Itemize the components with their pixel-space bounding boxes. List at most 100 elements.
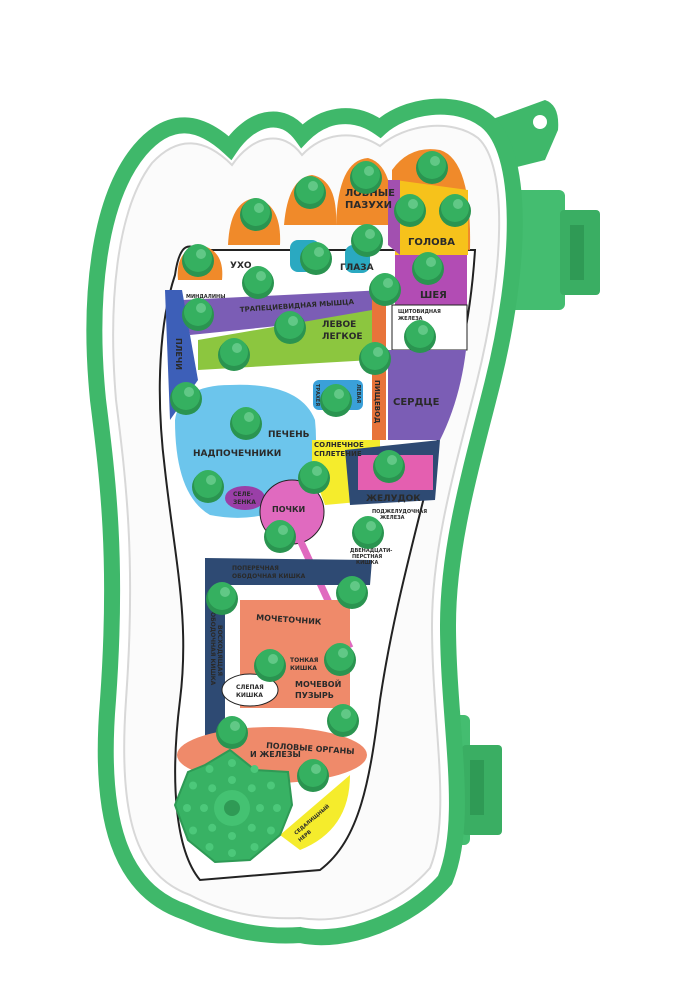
massage-nub: [264, 520, 296, 553]
massage-nub: [439, 194, 471, 227]
label-sinuses-2: ПАЗУХИ: [345, 200, 392, 211]
massage-nub: [240, 198, 272, 231]
massage-nub: [412, 252, 444, 285]
massage-nub: [170, 382, 202, 415]
flower-dot: [228, 849, 236, 857]
flower-dot: [228, 776, 236, 784]
massage-nub: [274, 311, 306, 344]
flower-dot: [266, 781, 275, 790]
massage-nub: [297, 759, 329, 792]
flower-dot: [256, 804, 264, 812]
label-duodenum-2: ПЕРСТНАЯ: [352, 554, 382, 560]
flower-dots: [183, 759, 281, 857]
flower-dot: [247, 823, 256, 832]
label-left-lung-2: ЛЕГКОЕ: [322, 332, 363, 342]
label-sinuses: ЛОБНЫЕ: [345, 188, 395, 199]
label-solar-plexus: СОЛНЕЧНОЕ: [314, 441, 364, 449]
massage-nub: [327, 704, 359, 737]
flower-dot: [228, 759, 236, 767]
label-bladder: МОЧЕВОЙ: [295, 678, 341, 689]
flower-dot: [266, 826, 275, 835]
zone-heart: [388, 350, 466, 440]
massage-nub: [242, 266, 274, 299]
flower-dot: [208, 823, 217, 832]
massage-nub: [192, 470, 224, 503]
label-tonsils: МИНДАЛИНЫ: [186, 294, 225, 300]
zone-cecum: [221, 673, 279, 707]
massage-nub: [352, 516, 384, 549]
massage-nub: [359, 342, 391, 375]
flower-dot: [250, 765, 259, 774]
label-spleen: СЕЛЕ-: [233, 491, 254, 498]
label-transverse-colon-2: ОБОДОЧНАЯ КИШКА: [232, 573, 306, 580]
label-genitals-2: И ЖЕЛЕЗЫ: [250, 750, 301, 759]
label-kidneys: ПОЧКИ: [272, 505, 305, 514]
label-trachea: ТРАХЕЯ: [314, 384, 320, 406]
label-stomach: ЖЕЛУДОК: [366, 494, 421, 504]
label-esophagus: ПИЩЕВОД: [373, 380, 381, 423]
label-bladder-2: ПУЗЫРЬ: [295, 691, 334, 700]
label-thyroid-2: ЖЕЛЕЗА: [398, 316, 423, 322]
massage-nub: [404, 320, 436, 353]
label-liver: ПЕЧЕНЬ: [268, 430, 310, 440]
label-solar-plexus-2: СПЛЕТЕНИЕ: [314, 450, 362, 458]
massage-nub: [182, 298, 214, 331]
massage-nub: [206, 582, 238, 615]
massage-nub: [351, 224, 383, 257]
massage-nub: [324, 643, 356, 676]
massage-nub: [298, 461, 330, 494]
flower-dot: [208, 784, 217, 793]
label-small-intestine-2: КИШКА: [290, 665, 317, 672]
label-ear: УХО: [230, 261, 252, 271]
zone-trapezius: [182, 290, 385, 335]
massage-nubs: [170, 151, 471, 792]
hang-hole-icon: [533, 115, 547, 129]
massage-nub: [416, 151, 448, 184]
massage-nub: [350, 161, 382, 194]
label-thyroid: ЩИТОВИДНАЯ: [398, 309, 441, 315]
label-small-intestine: ТОНКАЯ: [290, 657, 319, 664]
massage-nub: [373, 450, 405, 483]
label-transverse-colon: ПОПЕРЕЧНАЯ: [232, 565, 279, 572]
flower-dot: [205, 842, 214, 851]
flower-dot: [200, 804, 208, 812]
label-head: ГОЛОВА: [408, 237, 455, 248]
label-neck: ШЕЯ: [420, 290, 447, 301]
label-cecum: СЛЕПАЯ: [236, 684, 264, 691]
label-adrenals: НАДПОЧЕЧНИКИ: [193, 449, 281, 459]
flower-dot: [183, 804, 191, 812]
flower-dot: [189, 781, 198, 790]
zone-spleen: [225, 486, 265, 510]
massage-nub: [218, 338, 250, 371]
massage-flower-roller[interactable]: [173, 748, 294, 864]
massage-nub: [320, 384, 352, 417]
flower-dot: [250, 842, 259, 851]
massage-nub: [300, 242, 332, 275]
label-eyes: ГЛАЗА: [340, 263, 374, 273]
massage-nub: [230, 407, 262, 440]
label-ascending-colon-2: ОБОДОЧНАЯ КИШКА: [209, 612, 216, 686]
massage-nub: [182, 244, 214, 277]
label-heart: СЕРДЦЕ: [393, 397, 440, 408]
label-cecum-2: КИШКА: [236, 692, 263, 699]
massage-nub: [216, 716, 248, 749]
label-shoulders: ПЛЕЧИ: [174, 338, 183, 370]
massage-nub: [369, 273, 401, 306]
massage-nub: [336, 576, 368, 609]
zone-head-side: [388, 180, 400, 255]
label-duodenum: ДВЕНАДЦАТИ-: [350, 548, 392, 554]
label-ascending-colon: ВОСХОДЯЩАЯ: [216, 625, 223, 676]
flower-dot: [189, 826, 198, 835]
label-left-lung: ЛЕВОЕ: [322, 320, 356, 330]
massage-nub: [254, 649, 286, 682]
flower-dot: [205, 765, 214, 774]
massage-nub: [394, 194, 426, 227]
zone-sciatic: [280, 775, 350, 850]
label-left: ЛЕВАЯ: [355, 384, 361, 403]
flower-dot: [247, 784, 256, 793]
label-pancreas: ПОДЖЕЛУДОЧНАЯ: [372, 509, 427, 515]
label-duodenum-3: КИШКА: [356, 560, 379, 566]
flower-dot: [228, 832, 236, 840]
flower-dot: [273, 804, 281, 812]
